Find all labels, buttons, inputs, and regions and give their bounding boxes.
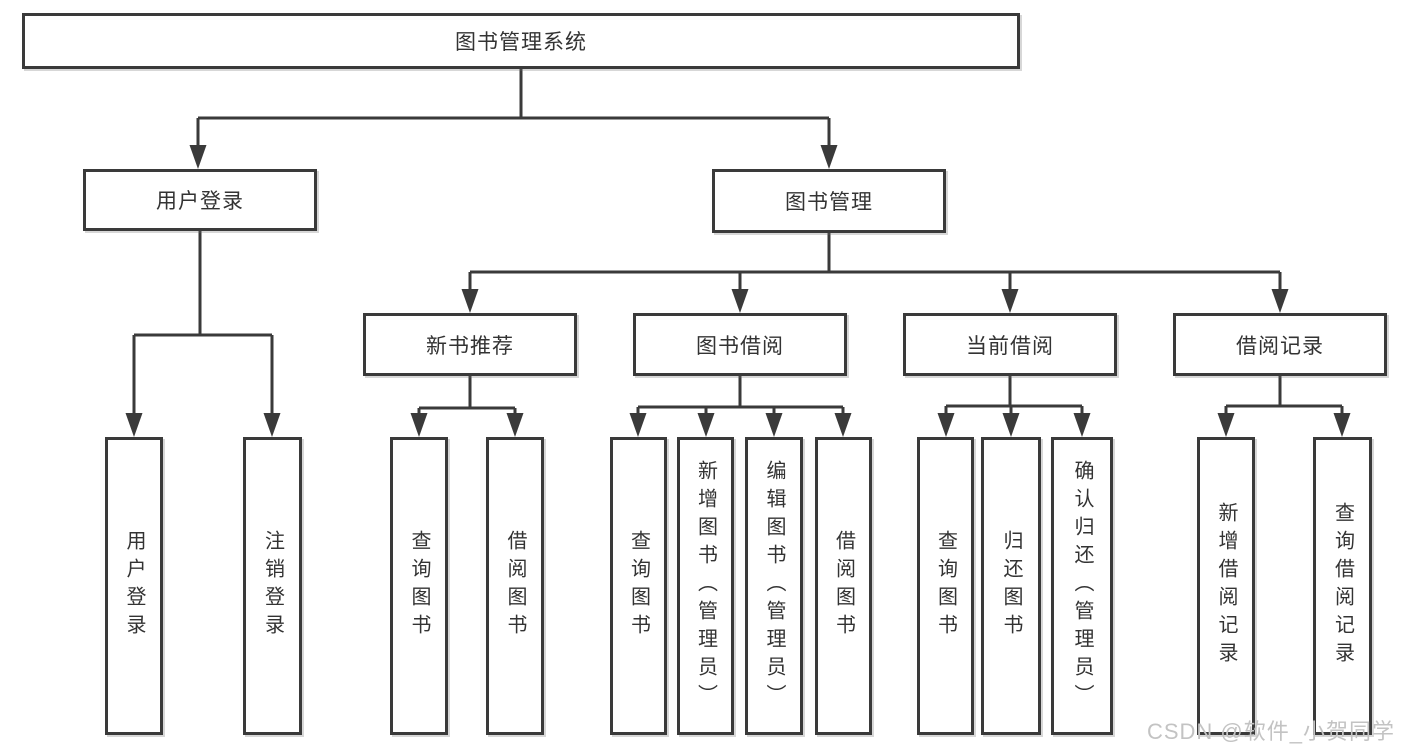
node-user-login: 用户登录 (83, 169, 317, 231)
leaf-edit-book-admin: 编辑图书（管理员） (745, 437, 803, 735)
leaf-confirm-return-admin-label: 确认归还（管理员） (1071, 460, 1093, 712)
leaf-borrow-book-1-label: 借阅图书 (504, 530, 526, 642)
node-book-borrow: 图书借阅 (633, 313, 847, 376)
leaf-query-borrow-record-label: 查询借阅记录 (1331, 502, 1354, 670)
leaf-query-book-2: 查询图书 (610, 437, 667, 735)
node-root-label: 图书管理系统 (455, 31, 587, 54)
leaf-return-book: 归还图书 (981, 437, 1041, 735)
leaf-logout: 注销登录 (243, 437, 302, 735)
leaf-return-book-label: 归还图书 (1000, 530, 1022, 642)
leaf-add-borrow-record: 新增借阅记录 (1197, 437, 1255, 735)
node-book-borrow-label: 图书借阅 (696, 334, 784, 358)
node-root: 图书管理系统 (22, 13, 1020, 69)
leaf-query-book-1: 查询图书 (390, 437, 448, 735)
leaf-query-borrow-record: 查询借阅记录 (1313, 437, 1372, 735)
node-new-book-recommend-label: 新书推荐 (426, 334, 514, 358)
leaf-user-login-label: 用户登录 (123, 530, 145, 642)
leaf-logout-label: 注销登录 (261, 530, 284, 642)
leaf-confirm-return-admin: 确认归还（管理员） (1051, 437, 1113, 735)
leaf-user-login: 用户登录 (105, 437, 163, 735)
leaf-edit-book-admin-label: 编辑图书（管理员） (763, 460, 785, 712)
watermark: CSDN @软件_小贺同学 (1146, 719, 1395, 744)
leaf-add-borrow-record-label: 新增借阅记录 (1215, 502, 1237, 670)
leaf-borrow-book-1: 借阅图书 (486, 437, 544, 735)
leaf-borrow-book-2-label: 借阅图书 (832, 530, 855, 642)
leaf-query-book-2-label: 查询图书 (627, 530, 650, 642)
leaf-query-book-3: 查询图书 (917, 437, 974, 735)
leaf-query-book-1-label: 查询图书 (408, 530, 430, 642)
node-current-borrow-label: 当前借阅 (966, 334, 1054, 358)
leaf-add-book-admin: 新增图书（管理员） (677, 437, 734, 735)
node-book-management: 图书管理 (712, 169, 946, 233)
node-book-management-label: 图书管理 (785, 191, 873, 214)
leaf-borrow-book-2: 借阅图书 (815, 437, 872, 735)
node-user-login-label: 用户登录 (156, 190, 244, 213)
node-new-book-recommend: 新书推荐 (363, 313, 577, 376)
node-borrow-record-label: 借阅记录 (1236, 334, 1324, 358)
node-current-borrow: 当前借阅 (903, 313, 1117, 376)
node-borrow-record: 借阅记录 (1173, 313, 1387, 376)
leaf-query-book-3-label: 查询图书 (934, 530, 957, 642)
leaf-add-book-admin-label: 新增图书（管理员） (694, 460, 717, 712)
